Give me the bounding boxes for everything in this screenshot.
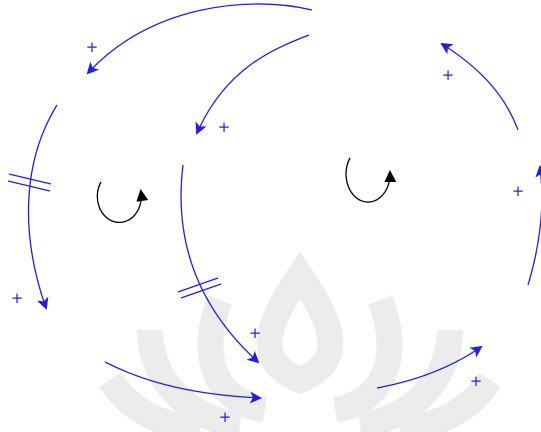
causal-links <box>28 4 541 398</box>
link-top-right <box>442 44 518 130</box>
link-right <box>528 167 541 285</box>
middle-arc-delay <box>178 278 221 298</box>
sign-middle: + <box>249 324 262 342</box>
link-left <box>28 105 57 308</box>
sign-bottom-left: + <box>219 408 232 426</box>
loop-icon-left <box>97 182 141 222</box>
sign-right: + <box>512 182 525 200</box>
link-top-middle <box>197 35 309 133</box>
sign-bottom-right: + <box>470 372 483 390</box>
loop-icon-right <box>346 158 390 202</box>
sign-top-left: + <box>86 38 99 56</box>
watermark-logo <box>110 275 490 430</box>
sign-top-middle: + <box>218 118 231 136</box>
delay-marks <box>8 174 221 298</box>
link-top-left <box>88 4 312 73</box>
loop-icons <box>97 158 390 222</box>
sign-top-right: + <box>442 66 455 84</box>
sign-left: + <box>11 289 24 307</box>
